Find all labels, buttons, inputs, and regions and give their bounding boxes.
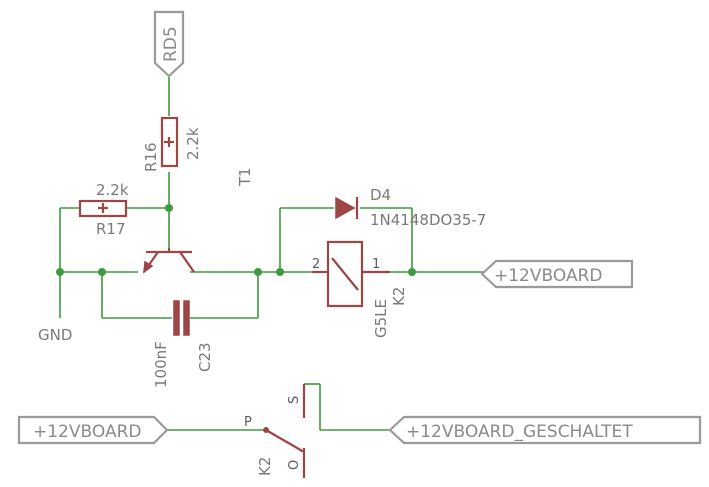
relay-k2-switch: P S O K2	[244, 384, 306, 478]
c23-plate-right	[183, 300, 190, 336]
k2-pin-s: S	[287, 396, 302, 404]
wires	[59, 76, 486, 431]
port-12vboard-left: +12VBOARD	[17, 415, 169, 445]
resistor-r16: R16 2.2k	[142, 116, 202, 172]
d4-name: D4	[370, 186, 391, 204]
t1-right-leg	[179, 251, 195, 273]
junction-diode-12v	[408, 268, 416, 276]
port-rd5-shape	[153, 10, 185, 78]
junction-gnd-base	[56, 268, 64, 276]
k2-coil-value: G5LE	[372, 299, 390, 338]
c23-plate-left	[173, 300, 180, 336]
port-12vboard-geschaltet-shape	[388, 415, 702, 445]
r16-value: 2.2k	[184, 127, 202, 160]
junctions	[56, 204, 416, 276]
port-rd5: RD5	[153, 10, 185, 78]
junction-cap-emitter	[254, 268, 262, 276]
port-12vboard-geschaltet: +12VBOARD_GESCHALTET	[388, 415, 702, 445]
port-12vboard-left-shape	[17, 415, 169, 445]
port-12vboard-right: +12VBOARD	[480, 259, 634, 289]
port-12vboard-right-shape	[480, 259, 634, 289]
c23-value: 100nF	[152, 341, 170, 388]
k2-pin-1: 1	[372, 257, 380, 272]
junction-diode-emitter	[276, 268, 284, 276]
k2-coil-name: K2	[390, 287, 408, 306]
c23-name: C23	[196, 342, 214, 372]
k2-pin-p: P	[244, 415, 252, 430]
r17-name: R17	[96, 220, 126, 238]
d4-triangle	[335, 196, 356, 220]
port-12vboard-right-label: +12VBOARD	[494, 266, 602, 286]
k2-coil-slash	[331, 257, 359, 291]
k2-switch-arm	[265, 429, 305, 453]
r16-name: R16	[142, 142, 160, 172]
gnd-label: GND	[38, 326, 72, 344]
r17-body	[78, 199, 128, 218]
diode-d4: D4 1N4148DO35-7	[335, 186, 486, 229]
d4-value: 1N4148DO35-7	[370, 211, 486, 229]
k2-switch-name: K2	[256, 457, 274, 476]
junction-cap-base	[98, 268, 106, 276]
r17-value: 2.2k	[96, 181, 129, 199]
relay-k2-coil: 2 1 G5LE K2	[312, 240, 408, 338]
t1-arrow	[143, 260, 154, 274]
resistor-r17: 2.2k R17	[78, 181, 129, 238]
port-12vboard-geschaltet-label: +12VBOARD_GESCHALTET	[406, 422, 633, 442]
capacitor-c23: 100nF C23	[152, 300, 214, 388]
junction-r16-r17	[165, 204, 173, 212]
ground-net: GND	[38, 326, 72, 344]
t1-name: T1	[236, 167, 254, 187]
k2-pin-2: 2	[312, 257, 320, 272]
k2-pin-o: O	[287, 460, 302, 470]
r16-body	[160, 116, 179, 168]
k2-switch-pivot	[263, 427, 269, 433]
k2-coil-body	[326, 240, 364, 308]
transistor-t1: T1	[143, 167, 254, 274]
port-12vboard-left-label: +12VBOARD	[33, 422, 141, 442]
port-rd5-label: RD5	[161, 26, 181, 62]
